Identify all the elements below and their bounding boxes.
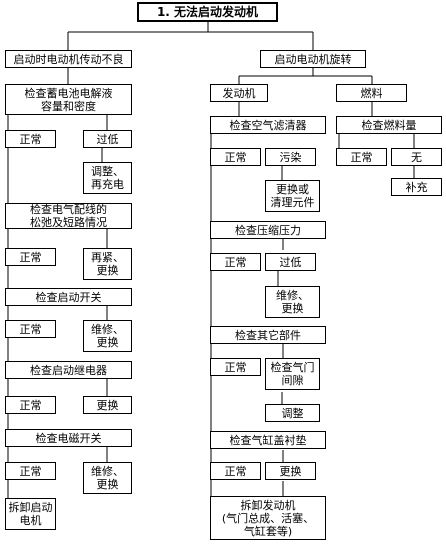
start-switch-repair-text: 维修、 更换 — [91, 323, 124, 349]
compression-low-text: 过低 — [279, 255, 302, 269]
right-branch-header: 启动电动机旋转 — [260, 50, 366, 68]
check-battery-box: 检查蓄电池电解液 容量和密度 — [5, 84, 132, 115]
page-title-text: 1. 无法启动发动机 — [156, 4, 259, 19]
gasket-replace-text: 更换 — [279, 464, 302, 478]
retighten-replace-text: 再紧、 更换 — [91, 251, 124, 277]
check-air-filter-text: 检查空气滤清器 — [229, 118, 307, 132]
relay-normal-box: 正常 — [5, 396, 56, 414]
magnetic-normal-box: 正常 — [5, 462, 56, 480]
start-switch-normal-text: 正常 — [19, 322, 42, 336]
air-filter-dirty-text: 污染 — [279, 150, 302, 164]
fuel-normal-box: 正常 — [336, 148, 387, 166]
fuel-text: 燃料 — [360, 86, 383, 100]
replace-clean-text: 更换或 清理元件 — [270, 183, 315, 209]
battery-normal-text: 正常 — [19, 132, 42, 146]
check-valve-clearance-text: 检查气门 间隙 — [270, 361, 315, 387]
engine-box: 发动机 — [210, 84, 268, 102]
battery-low-box: 过低 — [83, 130, 132, 148]
check-magnetic-switch-box: 检查电磁开关 — [5, 429, 132, 447]
left-branch-header-text: 启动时电动机传动不良 — [13, 52, 124, 66]
engine-text: 发动机 — [222, 86, 256, 100]
gasket-normal-text: 正常 — [224, 464, 247, 478]
start-switch-normal-box: 正常 — [5, 320, 56, 338]
check-battery-text: 检查蓄电池电解液 容量和密度 — [24, 86, 113, 113]
check-head-gasket-box: 检查气缸盖衬垫 — [210, 431, 326, 449]
fuel-refill-text: 补充 — [405, 180, 428, 194]
fuel-none-box: 无 — [391, 148, 442, 166]
check-air-filter-box: 检查空气滤清器 — [210, 116, 326, 134]
compression-repair-box: 维修、 更换 — [265, 286, 320, 318]
battery-normal-box: 正常 — [5, 130, 56, 148]
check-start-switch-box: 检查启动开关 — [5, 288, 132, 306]
relay-replace-text: 更换 — [96, 398, 119, 412]
valve-adjust-text: 调整 — [281, 406, 304, 420]
air-filter-normal-text: 正常 — [224, 150, 247, 164]
check-other-parts-text: 检查其它部件 — [235, 328, 301, 342]
check-wiring-text: 检查电气配线的 松弛及短路情况 — [30, 203, 107, 229]
check-head-gasket-text: 检查气缸盖衬垫 — [229, 433, 307, 447]
page-title: 1. 无法启动发动机 — [137, 2, 278, 22]
air-filter-dirty-box: 污染 — [265, 148, 316, 166]
valve-adjust-box: 调整 — [265, 404, 320, 422]
check-start-relay-text: 检查启动继电器 — [30, 363, 107, 377]
magnetic-repair-text: 维修、 更换 — [91, 465, 124, 491]
disassemble-starter-box: 拆卸启动 电机 — [5, 498, 56, 530]
check-fuel-level-text: 检查燃料量 — [361, 118, 417, 132]
fuel-refill-box: 补充 — [391, 178, 442, 196]
disassemble-engine-box: 拆卸发动机 (气门总成、活塞、 气缸套等) — [210, 496, 326, 540]
gasket-normal-box: 正常 — [210, 462, 261, 480]
adjust-recharge-text: 调整、 再充电 — [91, 165, 124, 191]
disassemble-starter-text: 拆卸启动 电机 — [8, 501, 53, 527]
retighten-replace-box: 再紧、 更换 — [83, 248, 132, 280]
relay-normal-text: 正常 — [19, 398, 42, 412]
compression-normal-box: 正常 — [210, 253, 261, 271]
compression-low-box: 过低 — [265, 253, 316, 271]
check-other-parts-box: 检查其它部件 — [210, 326, 326, 344]
fuel-normal-text: 正常 — [350, 150, 373, 164]
fuel-none-text: 无 — [411, 150, 422, 164]
check-fuel-level-box: 检查燃料量 — [336, 116, 442, 134]
adjust-recharge-box: 调整、 再充电 — [83, 162, 132, 194]
compression-repair-text: 维修、 更换 — [276, 289, 309, 315]
other-parts-normal-text: 正常 — [224, 360, 247, 374]
relay-replace-box: 更换 — [83, 396, 132, 414]
magnetic-repair-box: 维修、 更换 — [83, 462, 132, 494]
compression-normal-text: 正常 — [224, 255, 247, 269]
battery-low-text: 过低 — [96, 132, 119, 146]
gasket-replace-box: 更换 — [265, 462, 316, 480]
check-valve-clearance-box: 检查气门 间隙 — [265, 358, 320, 390]
wiring-normal-box: 正常 — [5, 248, 56, 266]
right-branch-header-text: 启动电动机旋转 — [274, 52, 352, 66]
magnetic-normal-text: 正常 — [19, 464, 42, 478]
fuel-box: 燃料 — [336, 84, 407, 102]
check-start-switch-text: 检查启动开关 — [35, 290, 102, 304]
check-wiring-box: 检查电气配线的 松弛及短路情况 — [5, 203, 132, 229]
wiring-normal-text: 正常 — [19, 250, 42, 264]
check-start-relay-box: 检查启动继电器 — [5, 361, 132, 379]
check-compression-box: 检查压缩压力 — [210, 221, 326, 239]
check-compression-text: 检查压缩压力 — [235, 223, 301, 237]
check-magnetic-switch-text: 检查电磁开关 — [35, 431, 102, 445]
left-branch-header: 启动时电动机传动不良 — [5, 50, 132, 68]
other-parts-normal-box: 正常 — [210, 358, 261, 376]
start-switch-repair-box: 维修、 更换 — [83, 320, 132, 352]
disassemble-engine-text: 拆卸发动机 (气门总成、活塞、 气缸套等) — [221, 498, 315, 538]
replace-clean-box: 更换或 清理元件 — [265, 180, 320, 212]
air-filter-normal-box: 正常 — [210, 148, 261, 166]
